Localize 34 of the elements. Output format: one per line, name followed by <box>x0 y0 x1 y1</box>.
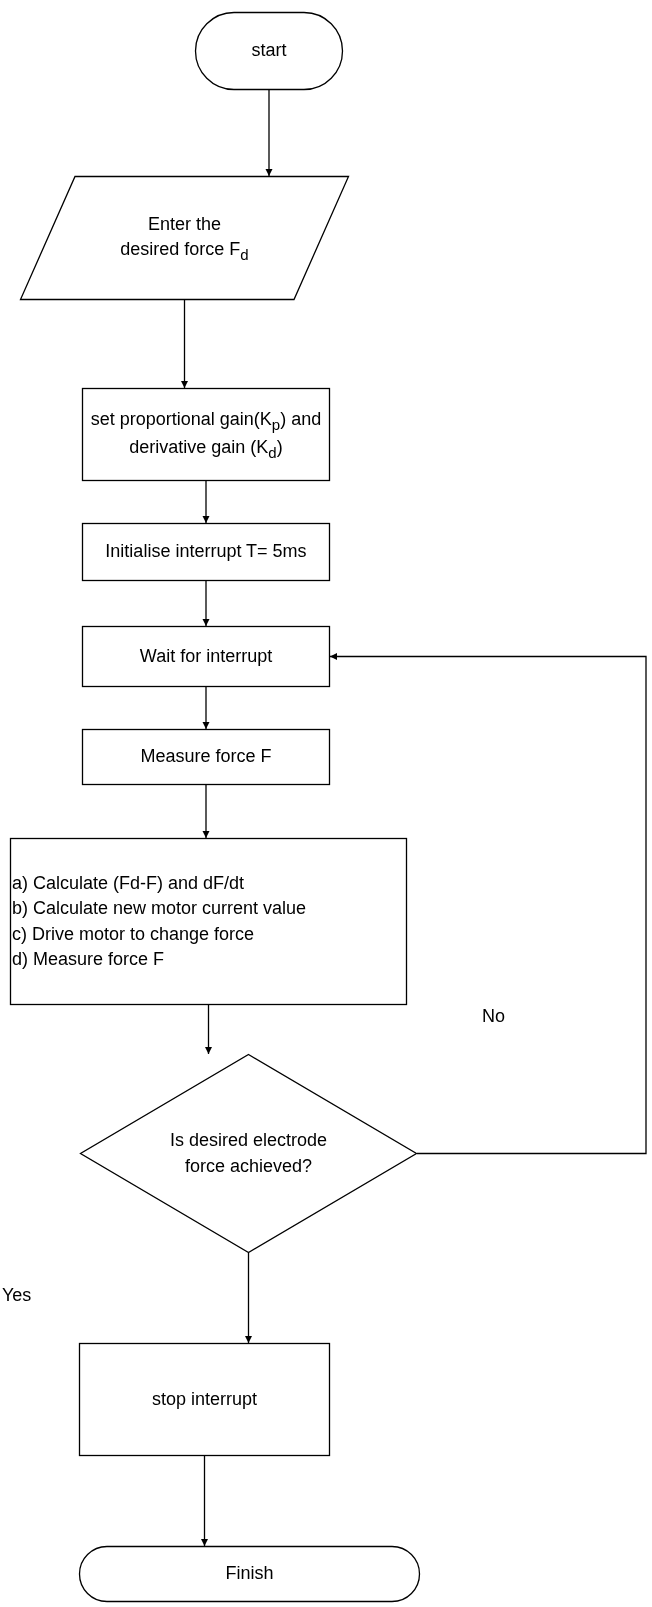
arrow <box>245 1252 252 1344</box>
process-box <box>82 626 330 687</box>
process-box <box>82 388 330 481</box>
arrow <box>265 89 273 177</box>
branch-label: No <box>482 1006 505 1027</box>
node-text: Initialise interrupt T= 5ms <box>105 540 307 564</box>
process-box <box>82 523 330 581</box>
process-box <box>79 1343 330 1456</box>
node-text: Enter the desired force F$_{d}$ <box>119 212 250 265</box>
step-text: d) Measure force F <box>12 947 165 971</box>
node-text: set proportional gain(K$_{p}$) and derivative gain (K$_{d}$) <box>89 407 323 463</box>
arrow <box>205 1004 212 1055</box>
arrow <box>201 1455 208 1547</box>
node-text: Wait for interrupt <box>139 644 273 668</box>
process-box <box>10 838 407 1005</box>
node-text: stop interrupt <box>151 1387 258 1411</box>
arrow <box>202 480 210 524</box>
arrow <box>329 653 647 1155</box>
node-text: Is desired electrode force achieved? <box>168 1129 329 1178</box>
decision-diamond <box>80 1054 417 1253</box>
process-box <box>82 729 330 785</box>
arrow <box>202 784 210 839</box>
input-parallelogram <box>20 176 349 300</box>
step-text: a) Calculate (Fd-F) and dF/dt <box>12 872 245 896</box>
step-text: b) Calculate new motor current value <box>12 897 307 921</box>
node-text: start <box>251 39 287 63</box>
arrow <box>202 686 210 730</box>
step-text: c) Drive motor to change force <box>12 922 255 946</box>
arrow <box>202 580 210 627</box>
node-text: Measure force F <box>140 745 272 769</box>
node-text: Finish <box>225 1562 274 1586</box>
end-terminal <box>79 1546 420 1602</box>
branch-label: Yes <box>2 1285 32 1306</box>
arrow <box>181 299 188 389</box>
